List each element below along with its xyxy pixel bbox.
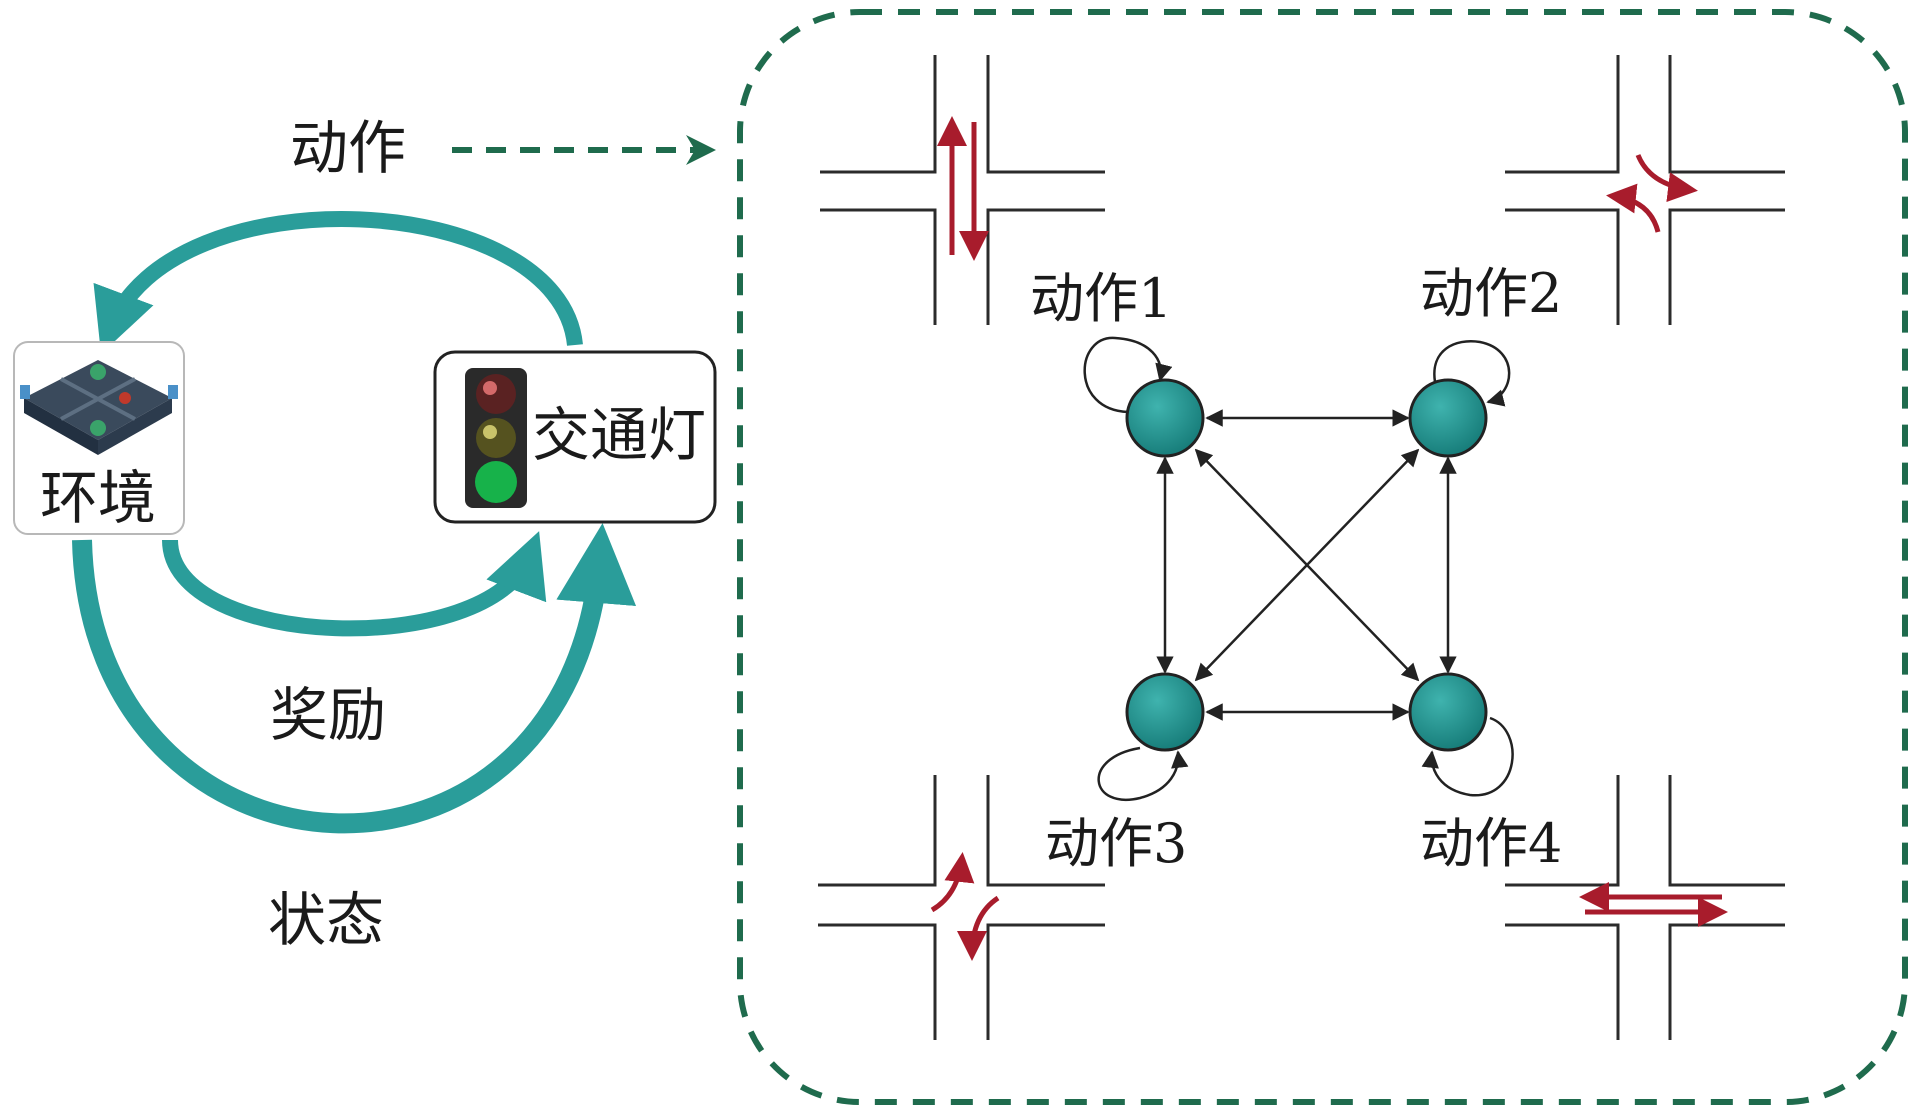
self-loop-4 xyxy=(1421,716,1514,797)
phase-label-1: 动作1 xyxy=(1030,267,1172,330)
phase-node-3 xyxy=(1125,672,1205,752)
phase-transition-edges xyxy=(1156,409,1457,721)
environment-label: 环境 xyxy=(40,464,156,532)
phase-node-4 xyxy=(1408,672,1488,752)
state-label: 状态 xyxy=(268,886,384,954)
reward-arrow xyxy=(162,531,547,637)
action-label: 动作 xyxy=(290,114,406,182)
intersection-scene-icon xyxy=(20,360,178,455)
intersection-phase-4 xyxy=(1505,775,1785,1040)
self-loop-3 xyxy=(1097,746,1189,801)
environment-node: 环境 xyxy=(13,341,185,535)
phase-label-3: 动作3 xyxy=(1045,812,1187,875)
state-arrow xyxy=(72,523,636,834)
traffic-light-label: 交通灯 xyxy=(532,401,706,469)
self-loop-2 xyxy=(1433,340,1511,407)
self-loops xyxy=(1083,336,1514,801)
reward-label: 奖励 xyxy=(270,681,386,749)
flow-arrows-phase-2 xyxy=(1606,153,1698,233)
phase-label-4: 动作4 xyxy=(1420,812,1562,875)
flow-arrows-phase-1 xyxy=(937,116,989,261)
flow-arrows-phase-3 xyxy=(930,852,1000,961)
phase-nodes xyxy=(1125,378,1488,752)
self-loop-1 xyxy=(1083,336,1173,414)
phase-node-1 xyxy=(1125,378,1205,458)
intersection-phase-3 xyxy=(818,775,1105,1040)
action-arrow xyxy=(93,211,583,354)
phase-label-2: 动作2 xyxy=(1420,262,1562,325)
action-space-panel xyxy=(737,9,1908,1105)
edge-2-3 xyxy=(1194,448,1420,682)
phase-node-2 xyxy=(1408,378,1488,458)
flow-arrows-phase-4 xyxy=(1579,882,1728,927)
intersection-phase-1 xyxy=(820,55,1105,325)
traffic-light-node: 交通灯 xyxy=(433,350,717,524)
traffic-light-icon xyxy=(465,368,527,508)
